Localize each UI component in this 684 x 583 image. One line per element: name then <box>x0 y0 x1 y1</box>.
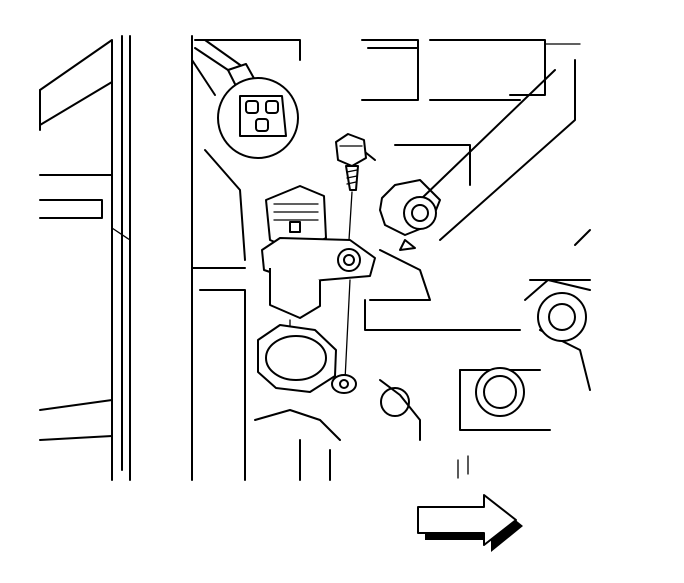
boss-fittings <box>380 196 587 417</box>
left-housing <box>39 35 131 481</box>
engine-block <box>191 35 591 481</box>
direction-arrow-icon <box>417 494 523 552</box>
retaining-bolt <box>335 133 367 257</box>
sensor <box>261 185 376 389</box>
connector-plug <box>194 39 299 159</box>
mounting-bore <box>257 324 357 394</box>
